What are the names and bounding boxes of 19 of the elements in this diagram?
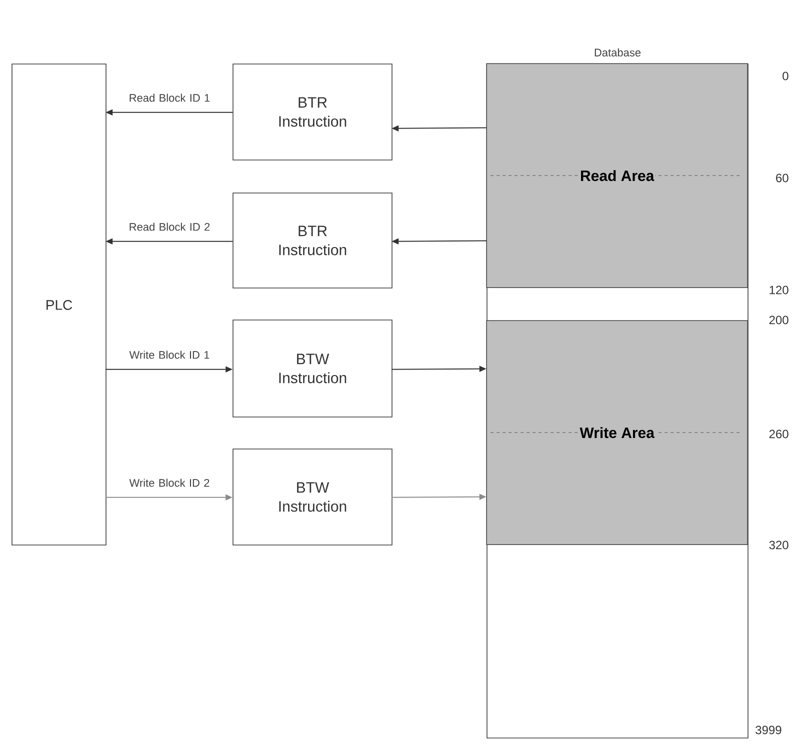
instruction-box: BTR Instruction [232, 64, 392, 160]
edge-label: Read Block ID 2 [130, 222, 210, 231]
address-number: 200 [769, 316, 788, 324]
edge-label: Write Block ID 2 [129, 478, 210, 487]
memory-area: Read Area [486, 63, 748, 288]
instruction-box: BTW Instruction [232, 320, 392, 418]
instruction-box: BTR Instruction [232, 192, 392, 288]
edge-label: Read Block ID 1 [130, 94, 210, 102]
memory-area: Write Area [486, 320, 748, 545]
address-number: 320 [769, 540, 788, 550]
edge-label: Write Block ID 1 [129, 350, 210, 359]
plc-box: PLC [12, 64, 106, 546]
address-number: 0 [782, 72, 788, 80]
address-number: 3999 [756, 726, 782, 734]
instruction-box: BTW Instruction [232, 448, 392, 546]
address-number: 260 [769, 430, 788, 438]
address-number: 60 [776, 174, 788, 182]
address-number: 120 [770, 286, 788, 294]
node-label: Database [594, 48, 641, 56]
